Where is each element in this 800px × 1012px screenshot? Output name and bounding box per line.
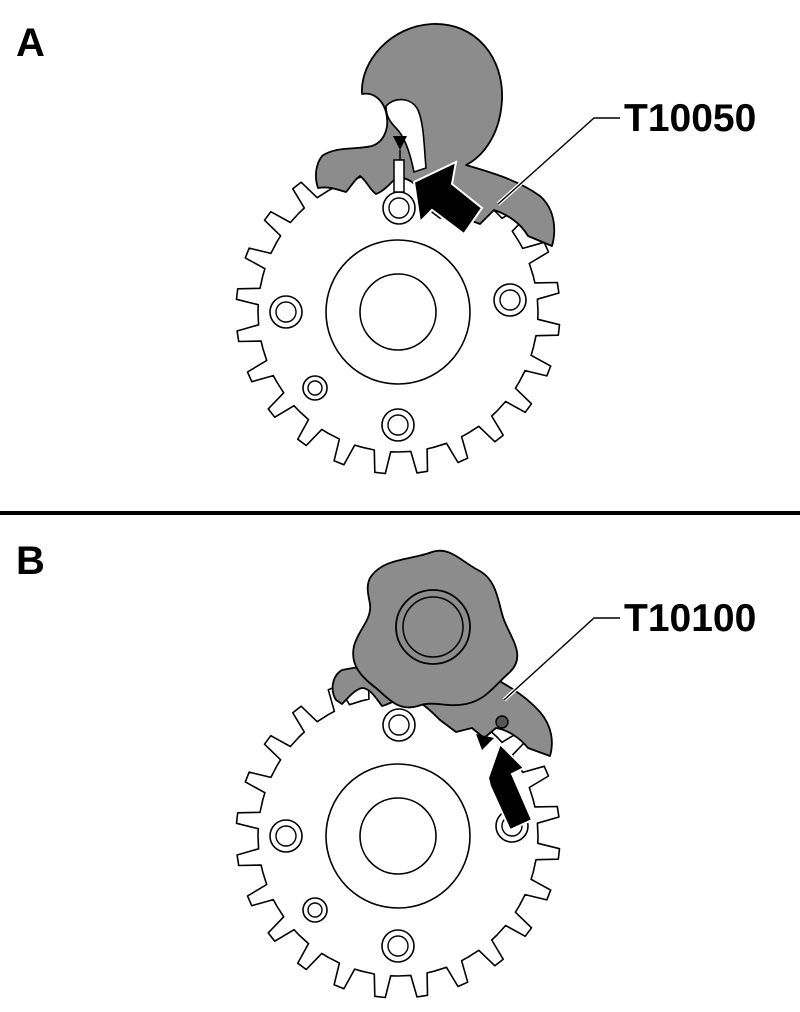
direction-arrow-icon bbox=[412, 160, 484, 236]
tool-b-leader-line bbox=[503, 617, 620, 701]
panel-a: A bbox=[16, 21, 756, 475]
sprocket-a-hole-right bbox=[493, 283, 527, 317]
tool-a-label: T10050 bbox=[624, 97, 756, 140]
sprocket-b-hole-left bbox=[269, 819, 303, 853]
direction-arrow-icon bbox=[486, 742, 534, 832]
tool-b-knob-cap-outer bbox=[395, 589, 471, 665]
sprocket-b-hole-bottom bbox=[381, 929, 415, 963]
tool-b-pin bbox=[495, 715, 509, 729]
tool-a-notch bbox=[385, 98, 427, 174]
panel-b-letter: B bbox=[16, 539, 45, 583]
sprocket-a-hub-outer bbox=[325, 239, 471, 385]
tool-b-pin-marker bbox=[476, 734, 494, 750]
sprocket-a-hole-small bbox=[302, 375, 328, 401]
panel-a-letter: A bbox=[16, 21, 45, 65]
locking-tool-knob-icon bbox=[331, 549, 553, 757]
sprocket-a-hole-top bbox=[382, 191, 416, 225]
sprocket-b bbox=[235, 673, 561, 999]
sprocket-b-hole-small bbox=[302, 897, 328, 923]
sprocket-b-hub-outer bbox=[325, 763, 471, 909]
sprocket-a bbox=[235, 149, 561, 475]
locking-tool-hook-icon bbox=[315, 23, 556, 247]
tool-a-pin-marker bbox=[393, 136, 407, 150]
tool-a-pin bbox=[393, 159, 405, 193]
sprocket-a-hub-inner bbox=[359, 273, 437, 351]
sprocket-b-hub-inner bbox=[359, 797, 437, 875]
tool-b-knob-cap-inner bbox=[402, 596, 464, 658]
tool-b-label: T10100 bbox=[624, 597, 756, 640]
tool-a-body bbox=[315, 23, 556, 247]
sprocket-a-hole-bottom bbox=[381, 408, 415, 442]
sprocket-b-hole-top bbox=[382, 708, 416, 742]
sprocket-a-hole-left bbox=[269, 295, 303, 329]
panel-b: B bbox=[16, 539, 756, 999]
